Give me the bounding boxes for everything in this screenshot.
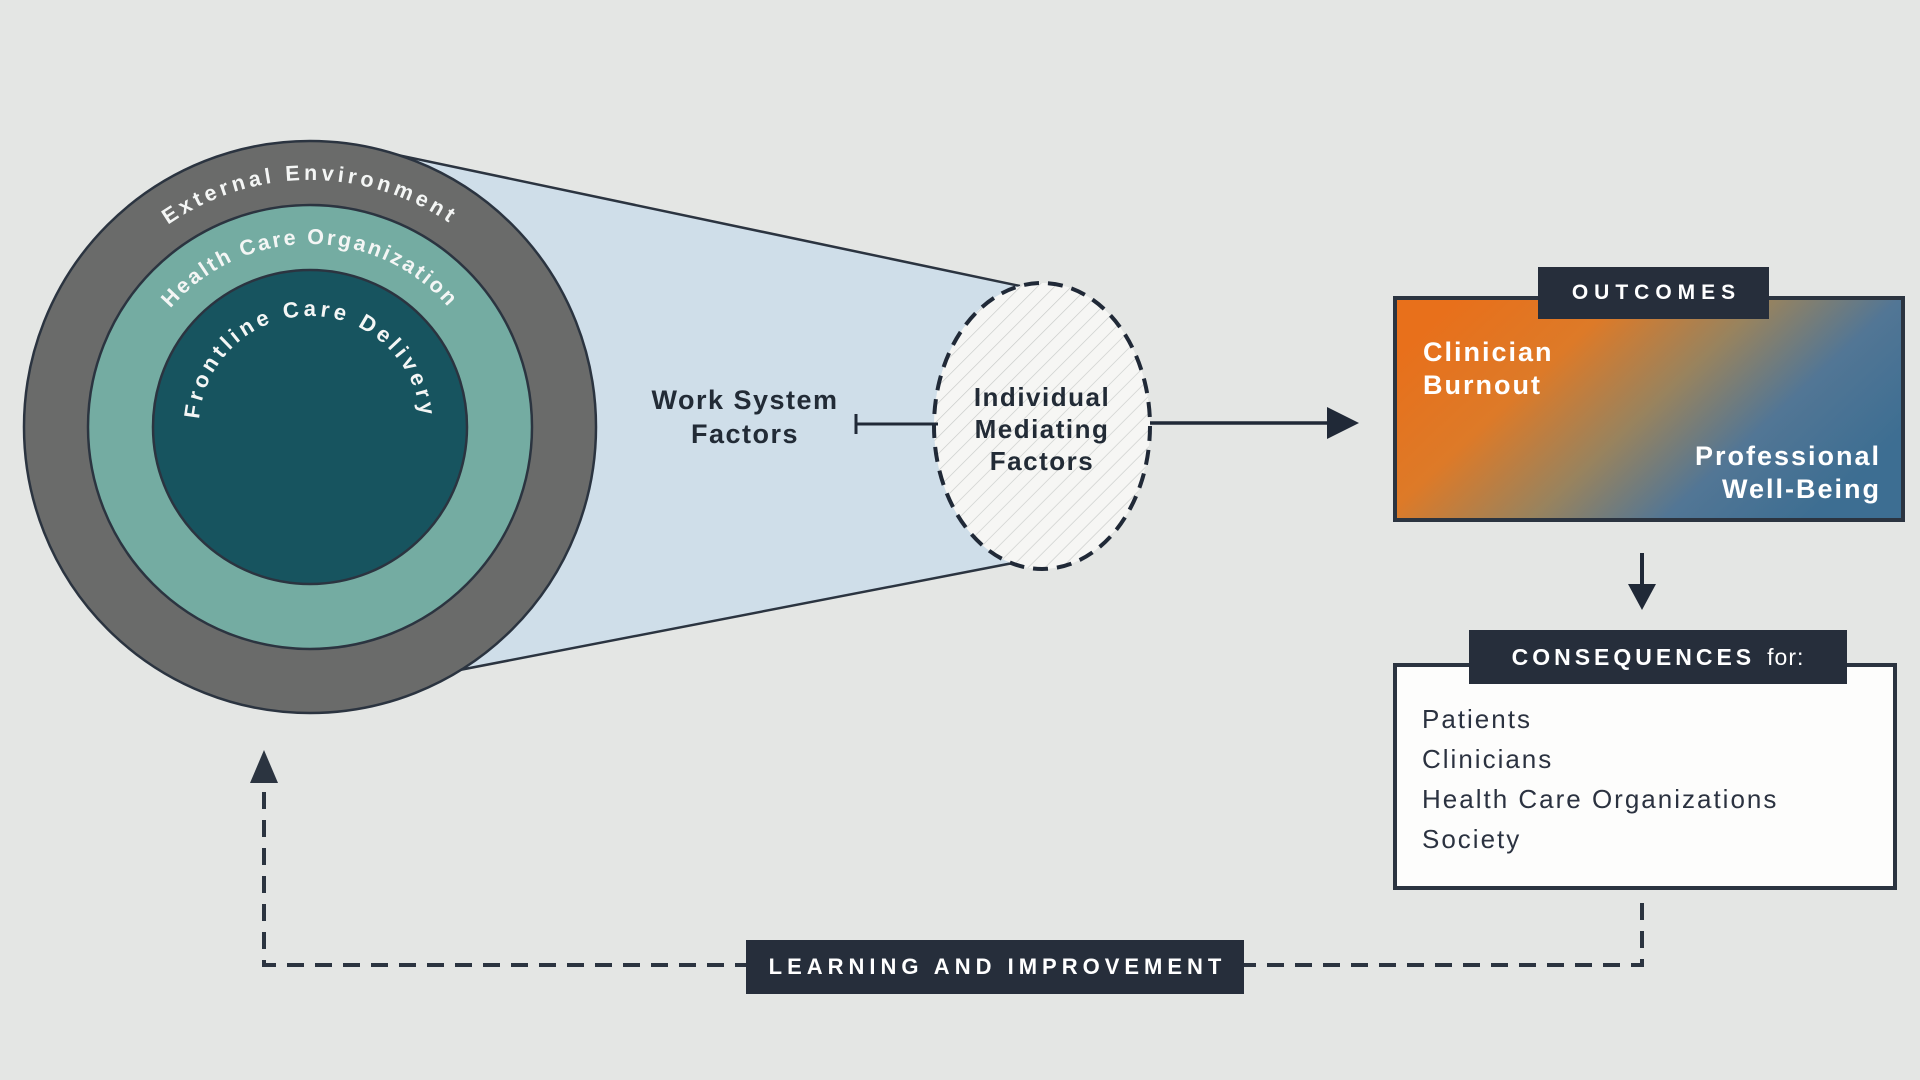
learning-improvement-bar: LEARNING AND IMPROVEMENT xyxy=(746,940,1244,994)
frontline-care-delivery-circle xyxy=(151,268,469,586)
outcomes-box: Clinician Burnout Professional Well-Bein… xyxy=(1393,296,1905,522)
consequences-tag: CONSEQUENCES for: xyxy=(1469,630,1847,684)
work-system-line1: Work System xyxy=(651,385,839,415)
wellbeing-line1: Professional xyxy=(1694,441,1881,471)
consequence-item: Health Care Organizations xyxy=(1422,784,1779,814)
cone-top-edge xyxy=(349,143,1021,288)
mediating-factors-ellipse xyxy=(932,281,1152,571)
clinician-burnout-label: Clinician Burnout xyxy=(1423,336,1554,402)
clinician-line1: Clinician xyxy=(1423,337,1554,367)
work-system-factors-label: Work System Factors xyxy=(595,383,895,451)
consequence-item: Patients xyxy=(1422,704,1532,734)
consequence-item: Clinicians xyxy=(1422,744,1554,774)
consequences-box: Patients Clinicians Health Care Organiza… xyxy=(1393,663,1897,890)
work-system-line2: Factors xyxy=(690,419,800,449)
mediating-line3: Factors xyxy=(989,446,1095,476)
feedback-loop-dashed-path xyxy=(262,781,1644,967)
feedback-loop-arrow-head xyxy=(250,750,278,783)
individual-mediating-factors-label: Individual Mediating Factors xyxy=(942,381,1142,477)
mediating-line2: Mediating xyxy=(974,414,1110,444)
wellbeing-line2: Well-Being xyxy=(1721,474,1881,504)
consequences-tag-bold: CONSEQUENCES xyxy=(1511,643,1756,670)
consequences-arrow-head xyxy=(1628,584,1656,610)
consequences-list: Patients Clinicians Health Care Organiza… xyxy=(1422,699,1778,859)
professional-wellbeing-label: Professional Well-Being xyxy=(1695,440,1881,506)
consequences-tag-suffix: for: xyxy=(1767,643,1805,670)
outcomes-tag: OUTCOMES xyxy=(1538,267,1769,319)
consequence-item: Society xyxy=(1422,824,1522,854)
outcomes-arrow-head xyxy=(1327,407,1359,439)
clinician-line2: Burnout xyxy=(1423,370,1542,400)
mediating-line1: Individual xyxy=(973,382,1111,412)
